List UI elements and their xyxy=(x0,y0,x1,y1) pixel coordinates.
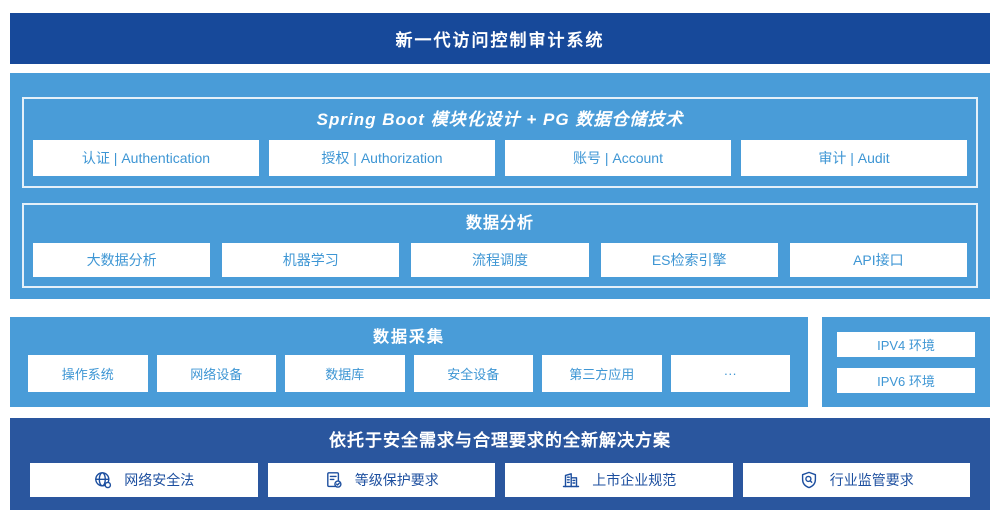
environment-group: IPV4 环境 IPV6 环境 xyxy=(822,317,990,407)
solution-title: 依托于安全需求与合理要求的全新解决方案 xyxy=(329,431,671,450)
springboot-module-group: Spring Boot 模块化设计 + PG 数据仓储技术 认证 | Authe… xyxy=(22,97,978,188)
springboot-group-title: Spring Boot 模块化设计 + PG 数据仓储技术 xyxy=(316,110,684,129)
data-collection-row: 操作系统 网络设备 数据库 安全设备 第三方应用 ··· xyxy=(28,355,790,392)
data-analysis-title: 数据分析 xyxy=(465,215,534,232)
chip-operating-system: 操作系统 xyxy=(28,355,148,392)
data-collection-title: 数据采集 xyxy=(372,329,445,346)
solution-item-industry-regulation: 行业监管要求 xyxy=(742,463,970,497)
document-check-icon xyxy=(324,470,344,490)
solution-item-label: 等级保护要求 xyxy=(354,472,439,488)
chip-third-party-app: 第三方应用 xyxy=(542,355,662,392)
chip-authorization: 授权 | Authorization xyxy=(269,140,495,176)
chip-more-ellipsis: ··· xyxy=(670,355,790,392)
data-analysis-row: 大数据分析 机器学习 流程调度 ES检索引擎 API接口 xyxy=(33,243,967,277)
solution-section: 依托于安全需求与合理要求的全新解决方案 网络安全法 xyxy=(10,418,990,510)
chip-ipv6-environment: IPV6 环境 xyxy=(837,368,975,393)
chip-process-scheduling: 流程调度 xyxy=(411,243,589,277)
solution-item-listed-company-standard: 上市企业规范 xyxy=(505,463,733,497)
chip-database: 数据库 xyxy=(285,355,405,392)
chip-ipv4-environment: IPV4 环境 xyxy=(837,332,975,357)
data-collection-section: 数据采集 操作系统 网络设备 数据库 安全设备 第三方应用 ··· IPV4 环… xyxy=(10,317,990,407)
solution-item-cybersecurity-law: 网络安全法 xyxy=(30,463,258,497)
system-title-banner: 新一代访问控制审计系统 xyxy=(10,13,990,64)
platform-panel: Spring Boot 模块化设计 + PG 数据仓储技术 认证 | Authe… xyxy=(10,73,990,299)
chip-es-search-engine: ES检索引擎 xyxy=(600,243,778,277)
chip-machine-learning: 机器学习 xyxy=(222,243,400,277)
data-collection-group: 数据采集 操作系统 网络设备 数据库 安全设备 第三方应用 ··· xyxy=(10,317,808,407)
solution-item-label: 行业监管要求 xyxy=(829,472,914,488)
building-icon xyxy=(561,470,581,490)
solution-item-classified-protection: 等级保护要求 xyxy=(267,463,495,497)
chip-network-device: 网络设备 xyxy=(156,355,276,392)
data-analysis-group: 数据分析 大数据分析 机器学习 流程调度 ES检索引擎 API接口 xyxy=(22,203,978,288)
solution-item-label: 网络安全法 xyxy=(124,472,195,488)
chip-audit: 审计 | Audit xyxy=(741,140,967,176)
globe-icon xyxy=(93,470,113,490)
solution-item-label: 上市企业规范 xyxy=(592,472,677,488)
chip-api-interface: API接口 xyxy=(789,243,967,277)
springboot-module-row: 认证 | Authentication 授权 | Authorization 账… xyxy=(33,140,967,176)
chip-big-data-analysis: 大数据分析 xyxy=(33,243,211,277)
chip-security-device: 安全设备 xyxy=(413,355,533,392)
solution-row: 网络安全法 等级保护要求 xyxy=(30,463,970,497)
chip-authentication: 认证 | Authentication xyxy=(33,140,259,176)
shield-search-icon xyxy=(799,470,819,490)
system-title: 新一代访问控制审计系统 xyxy=(395,31,605,50)
chip-account: 账号 | Account xyxy=(505,140,731,176)
